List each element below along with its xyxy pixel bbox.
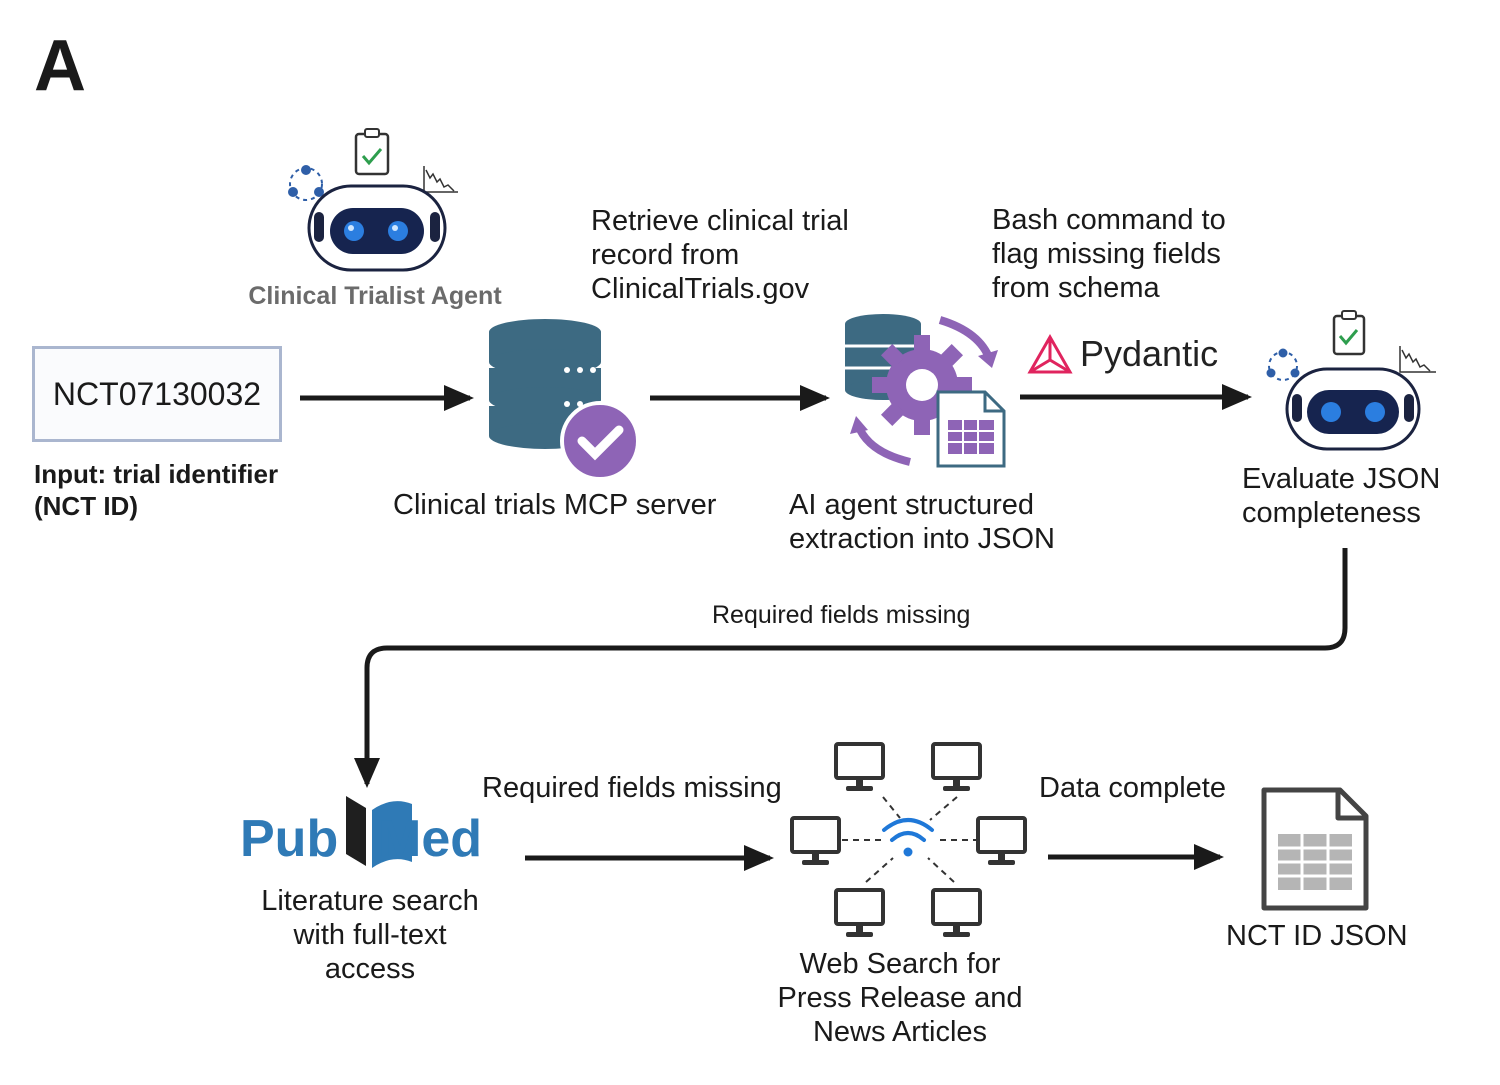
json-document-icon <box>1261 787 1369 911</box>
pubmed-logo-pub: Pub <box>240 810 339 868</box>
input-label: Input: trial identifier (NCT ID) <box>34 458 278 522</box>
retrieve-line1: Retrieve clinical trial <box>591 205 849 237</box>
web-network-icon <box>790 742 1027 937</box>
pydantic-logo-icon <box>1027 333 1073 374</box>
output-caption: NCT ID JSON <box>1226 920 1408 952</box>
extraction-line1: AI agent structured <box>789 489 1035 521</box>
retrieve-line2: record from <box>591 239 740 271</box>
extraction-caption: AI agent structured extraction into JSON <box>789 488 1055 556</box>
pubmed-book-icon <box>346 796 412 868</box>
input-label-line1: Input: trial identifier <box>34 459 279 489</box>
evaluate-line2: completeness <box>1242 497 1421 529</box>
bash-line1: Bash command to <box>992 204 1226 236</box>
robot-evaluator-icon <box>1266 310 1436 451</box>
clipboard-check-icon <box>354 128 390 176</box>
bash-command-text: Bash command to flag missing fields from… <box>992 203 1226 305</box>
pubmed-logo-med: Med <box>378 810 482 868</box>
web-caption: Web Search for Press Release and News Ar… <box>750 947 1050 1049</box>
nct-id-value: NCT07130032 <box>52 375 262 412</box>
bash-line3: from schema <box>992 272 1160 304</box>
retrieve-record-text: Retrieve clinical trial record from Clin… <box>591 204 849 306</box>
panel-label: A <box>34 26 86 106</box>
team-network-icon <box>288 165 324 201</box>
pubmed-line1: Literature search <box>261 885 479 917</box>
web-arrow-label: Required fields missing <box>482 772 782 804</box>
wifi-icon <box>882 818 934 842</box>
extraction-line2: extraction into JSON <box>789 523 1055 555</box>
evaluate-caption: Evaluate JSON completeness <box>1242 462 1440 530</box>
retrieve-line3: ClinicalTrials.gov <box>591 273 810 305</box>
loop-label: Required fields missing <box>712 601 971 629</box>
input-label-line2: (NCT ID) <box>34 491 138 521</box>
web-line3: News Articles <box>812 1016 988 1048</box>
pubmed-caption: Literature search with full-text access <box>220 884 520 986</box>
web-line1: Web Search for <box>799 948 1001 980</box>
output-arrow-label: Data complete <box>1039 772 1226 804</box>
extraction-gear-icon <box>845 314 1006 468</box>
pydantic-label: Pydantic <box>1080 333 1219 374</box>
nct-id-input-box: NCT07130032 <box>32 346 282 442</box>
evaluate-line1: Evaluate JSON <box>1242 463 1441 495</box>
decline-chart-icon <box>423 166 458 193</box>
pubmed-line3: access <box>324 953 416 985</box>
mcp-caption: Clinical trials MCP server <box>393 489 717 521</box>
arrow-loop-missing-fields <box>354 548 1348 788</box>
agent-label: Clinical Trialist Agent <box>248 282 502 310</box>
database-check-icon <box>489 319 640 481</box>
robot-agent-icon <box>288 128 458 272</box>
pubmed-line2: with full-text <box>293 919 447 951</box>
bash-line2: flag missing fields <box>992 238 1221 270</box>
web-line2: Press Release and <box>777 982 1023 1014</box>
